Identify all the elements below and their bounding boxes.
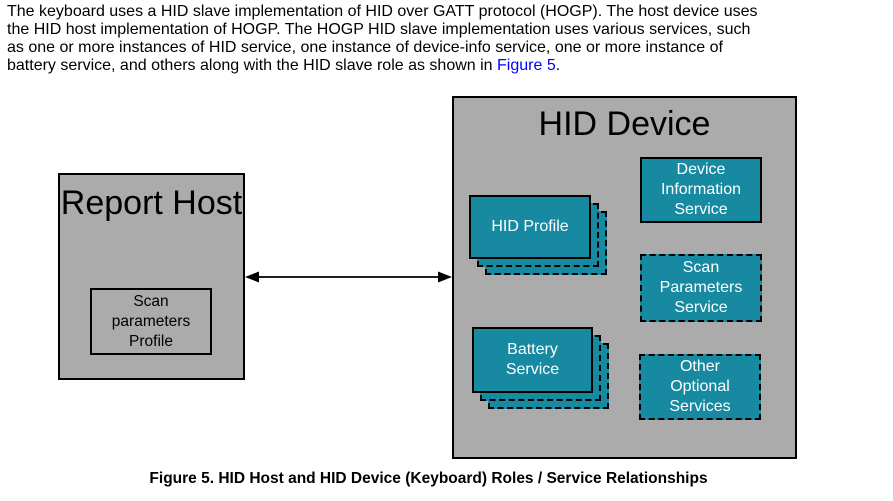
figure-5-link[interactable]: Figure 5 [497,56,556,74]
device-information-service-box: Device Information Service [640,157,762,223]
report-host-title: Report Host [60,184,243,222]
hid-profile-box: HID Profile [469,195,591,259]
intro-line-4-end: . [555,56,561,74]
figure-caption-text: Figure 5. HID Host and HID Device (Keybo… [149,470,708,487]
scan-parameters-profile-box: Scan parameters Profile [90,288,212,355]
figure-caption: Figure 5. HID Host and HID Device (Keybo… [0,470,857,488]
intro-line-2: the HID host implementation of HOGP. The… [7,20,751,38]
other-optional-services-box: Other Optional Services [639,354,761,420]
intro-line-4: battery service, and others along with t… [7,56,498,74]
hid-device-title: HID Device [538,105,711,143]
report-host-box: Report Host Scan parameters Profile [58,173,245,380]
scan-parameters-service-box: Scan Parameters Service [640,254,762,322]
hid-device-box: HID Device HID Profile Device Informatio… [452,96,797,459]
intro-line-1: The keyboard uses a HID slave implementa… [7,3,758,20]
bidirectional-arrow-icon [245,271,452,283]
intro-paragraph: The keyboard uses a HID slave implementa… [7,3,891,75]
intro-line-3: as one or more instances of HID service,… [7,38,723,56]
battery-service-box: Battery Service [472,327,593,393]
